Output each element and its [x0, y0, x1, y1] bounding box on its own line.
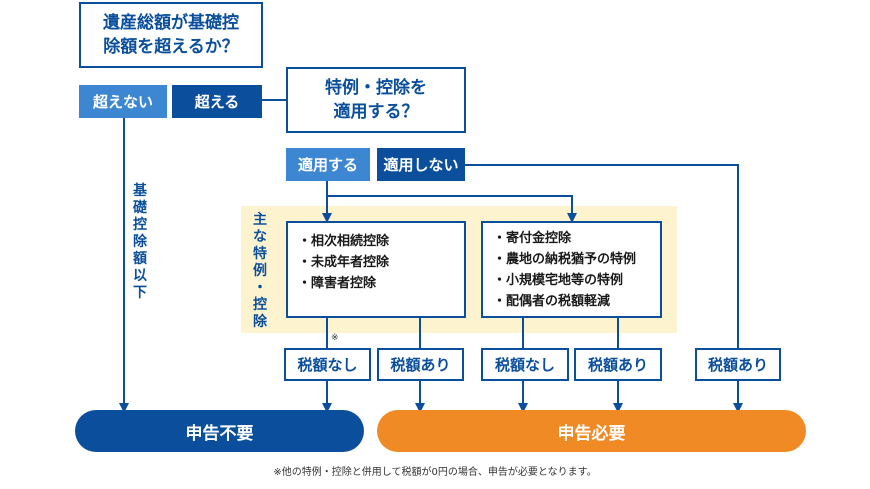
list-item: 障害者控除 [298, 273, 464, 294]
deduction-list-right: 寄付金控除 農地の納税猶予の特例 小規模宅地等の特例 配偶者の税額軽減 [481, 221, 662, 318]
vertical-char: 下 [133, 285, 147, 301]
vertical-char: 基 [133, 183, 147, 199]
vertical-char: 礎 [133, 200, 147, 216]
vertical-char: 控 [133, 217, 147, 233]
vertical-char: 例 [253, 263, 267, 279]
question-1-text: 遺産総額が基礎控 除額を超えるか？ [103, 13, 239, 57]
tax-some-box-3: 税額あり [695, 348, 781, 381]
result-filing-required: 申告必要 [377, 410, 806, 452]
footnote-marker: ※ [331, 333, 339, 343]
label-below-basic-deduction: 基礎控除額以下 [129, 183, 151, 302]
tax-none-box-1: 税額なし [284, 348, 371, 381]
vertical-char: 除 [133, 234, 147, 250]
vertical-char: な [253, 229, 267, 245]
vertical-char: 主 [253, 212, 267, 228]
tax-some-box-1: 税額あり [377, 348, 464, 381]
list-item: 未成年者控除 [298, 252, 464, 273]
deduction-list-left: 相次相続控除 未成年者控除 障害者控除 [286, 221, 466, 318]
answer-not-exceed: 超えない [79, 85, 167, 118]
answer-apply: 適用する [286, 148, 370, 181]
footnote: ※他の特例・控除と併用して税額が0円の場合、申告が必要となります。 [273, 467, 597, 478]
label-main-special-deductions: 主な特例・控除 [249, 212, 271, 331]
question-exceeds-basic-deduction: 遺産総額が基礎控 除額を超えるか？ [79, 2, 263, 68]
vertical-char: 控 [253, 297, 267, 313]
question-apply-special-deduction: 特例・控除を 適用する？ [286, 67, 466, 133]
list-item: 寄付金控除 [493, 228, 660, 249]
tax-none-box-2: 税額なし [481, 348, 569, 381]
vertical-char: 以 [133, 268, 147, 284]
list-item: 小規模宅地等の特例 [493, 270, 660, 291]
answer-exceed: 超える [172, 85, 262, 118]
list-item: 相次相続控除 [298, 231, 464, 252]
vertical-char: ・ [253, 280, 267, 296]
result-filing-not-required: 申告不要 [75, 410, 364, 452]
answer-not-apply: 適用しない [377, 148, 465, 181]
list-item: 農地の納税猶予の特例 [493, 249, 660, 270]
question-2-text: 特例・控除を 適用する？ [325, 78, 427, 122]
list-item: 配偶者の税額軽減 [493, 291, 660, 312]
vertical-char: 特 [253, 246, 267, 262]
vertical-char: 額 [133, 251, 147, 267]
tax-some-box-2: 税額あり [574, 348, 662, 381]
vertical-char: 除 [253, 314, 267, 330]
